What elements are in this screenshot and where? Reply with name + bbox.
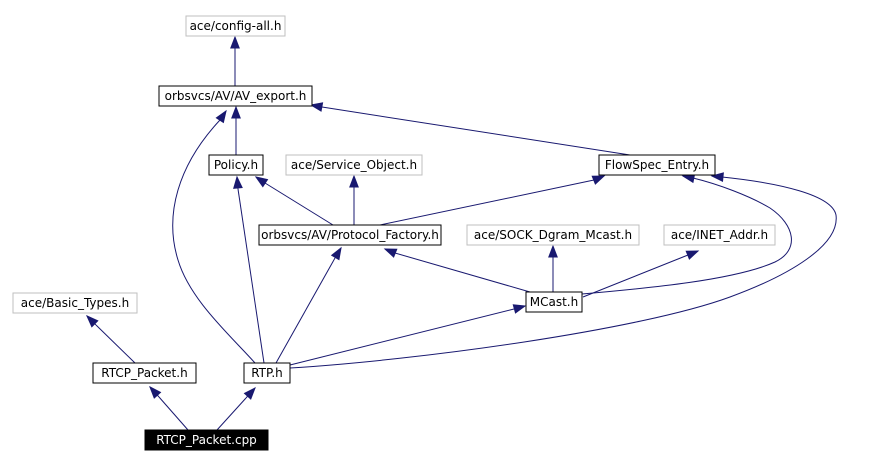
arrowhead-rtp-to-protocol-factory xyxy=(330,246,342,261)
arrowhead-policy-to-av-export xyxy=(231,105,241,119)
node-av-export[interactable]: orbsvcs/AV/AV_export.h xyxy=(158,85,313,107)
arrowhead-mcast-to-protocol-factory xyxy=(383,248,398,258)
edge-rtp-to-protocol-factory xyxy=(275,257,336,364)
node-service-object-box xyxy=(285,154,423,176)
node-service-object-label: ace/Service_Object.h xyxy=(291,158,417,172)
arrowhead-flowspec-entry-to-av-export xyxy=(309,102,324,112)
edge-rtp-to-mcast xyxy=(289,308,515,366)
node-rtp-label: RTP.h xyxy=(251,366,283,380)
edge-rtp-to-flowspec-entry xyxy=(289,176,837,369)
node-av-export-box xyxy=(158,85,313,107)
node-sock-dgram-mcast-box xyxy=(466,224,640,246)
node-protocol-factory-label: orbsvcs/AV/Protocol_Factory.h xyxy=(261,228,439,242)
node-rtp-box xyxy=(243,362,291,384)
node-policy-box xyxy=(208,154,264,176)
node-basic-types-box xyxy=(12,292,138,314)
arrowhead-av-export-to-config-all xyxy=(230,35,240,49)
edge-protocol-factory-to-flowspec-entry xyxy=(379,179,595,226)
nodes-layer: ace/config-all.h orbsvcs/AV/AV_export.h … xyxy=(12,15,776,451)
edge-mcast-to-protocol-factory xyxy=(394,252,531,293)
arrowhead-rtcp-packet-cpp-to-rtcp-packet-h xyxy=(149,385,162,399)
node-basic-types[interactable]: ace/Basic_Types.h xyxy=(12,292,138,314)
node-rtp[interactable]: RTP.h xyxy=(243,362,291,384)
node-mcast-label: MCast.h xyxy=(530,295,578,309)
arrowhead-mcast-to-inet-addr xyxy=(685,250,700,260)
arrowhead-protocol-factory-to-service-object xyxy=(349,174,359,188)
node-rtcp-packet-cpp-label: RTCP_Packet.cpp xyxy=(156,433,257,447)
edge-rtp-to-av-export xyxy=(172,119,256,364)
arrowhead-protocol-factory-to-policy xyxy=(254,176,269,188)
node-mcast[interactable]: MCast.h xyxy=(525,291,583,313)
edge-mcast-to-flowspec-entry xyxy=(581,177,792,295)
node-flowspec-entry-label: FlowSpec_Entry.h xyxy=(605,158,709,172)
edge-mcast-to-inet-addr xyxy=(582,254,689,298)
node-service-object[interactable]: ace/Service_Object.h xyxy=(285,154,423,176)
arrowhead-mcast-to-sock-dgram-mcast xyxy=(548,244,558,258)
edges-layer xyxy=(86,35,837,431)
node-inet-addr-label: ace/INET_Addr.h xyxy=(671,228,768,242)
node-flowspec-entry-box xyxy=(598,154,716,176)
node-flowspec-entry[interactable]: FlowSpec_Entry.h xyxy=(598,154,716,176)
node-sock-dgram-mcast[interactable]: ace/SOCK_Dgram_Mcast.h xyxy=(466,224,640,246)
edge-rtcp-packet-cpp-to-rtcp-packet-h xyxy=(158,396,189,431)
node-config-all-label: ace/config-all.h xyxy=(190,19,282,33)
node-mcast-box xyxy=(525,291,583,313)
arrowhead-rtp-to-flowspec-entry xyxy=(710,172,724,183)
node-rtcp-packet-cpp[interactable]: RTCP_Packet.cpp xyxy=(144,429,269,451)
node-rtcp-packet-h[interactable]: RTCP_Packet.h xyxy=(92,362,197,384)
node-inet-addr-box xyxy=(663,224,776,246)
arrowhead-rtp-to-mcast xyxy=(512,304,527,314)
node-protocol-factory-box xyxy=(258,224,442,246)
edge-protocol-factory-to-policy xyxy=(264,182,334,226)
edge-rtp-to-policy xyxy=(237,188,265,364)
node-config-all-box xyxy=(185,15,286,37)
node-basic-types-label: ace/Basic_Types.h xyxy=(21,296,129,310)
edge-rtcp-packet-h-to-basic-types xyxy=(95,324,136,364)
node-av-export-label: orbsvcs/AV/AV_export.h xyxy=(165,89,307,103)
node-protocol-factory[interactable]: orbsvcs/AV/Protocol_Factory.h xyxy=(258,224,442,246)
arrowhead-rtp-to-av-export xyxy=(215,109,227,124)
arrowhead-rtp-to-policy xyxy=(233,175,243,189)
node-sock-dgram-mcast-label: ace/SOCK_Dgram_Mcast.h xyxy=(474,228,632,242)
node-config-all[interactable]: ace/config-all.h xyxy=(185,15,286,37)
node-rtcp-packet-cpp-box xyxy=(144,429,269,451)
arrowhead-rtcp-packet-h-to-basic-types xyxy=(86,315,99,328)
arrowhead-rtcp-packet-cpp-to-rtp xyxy=(243,386,256,400)
node-inet-addr[interactable]: ace/INET_Addr.h xyxy=(663,224,776,246)
node-rtcp-packet-h-box xyxy=(92,362,197,384)
arrowhead-protocol-factory-to-flowspec-entry xyxy=(591,175,606,185)
node-rtcp-packet-h-label: RTCP_Packet.h xyxy=(101,366,187,380)
node-policy[interactable]: Policy.h xyxy=(208,154,264,176)
edge-flowspec-entry-to-av-export xyxy=(321,106,631,156)
node-policy-label: Policy.h xyxy=(214,158,258,172)
edge-rtcp-packet-cpp-to-rtp xyxy=(216,397,247,431)
